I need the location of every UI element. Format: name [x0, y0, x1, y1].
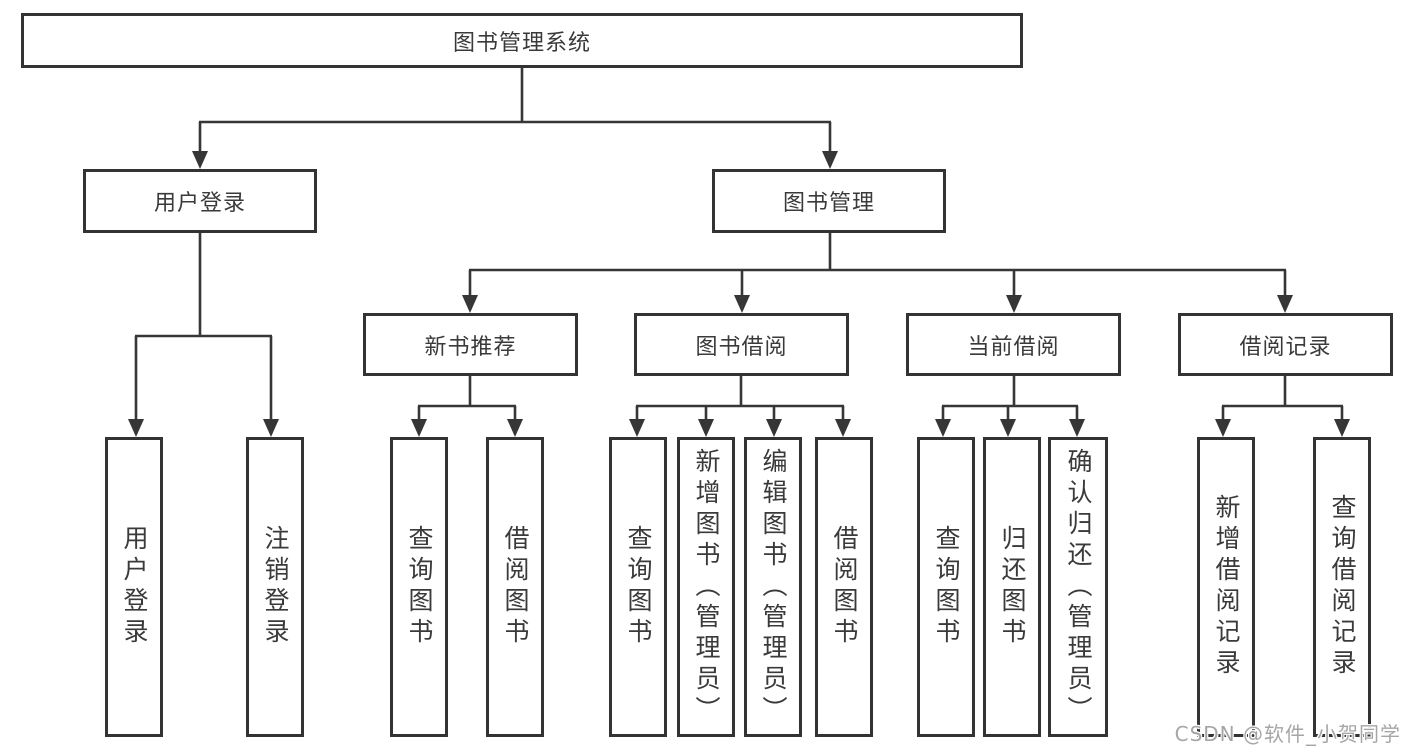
leaf-logout: 注销登录: [246, 437, 304, 737]
leaf-add-borrow-record: 新增借阅记录: [1197, 437, 1255, 737]
leaf-confirm-return-admin: 确认归还（管理员）: [1048, 437, 1108, 737]
connector-new-books: [411, 376, 523, 437]
connector-root: [192, 68, 838, 169]
leaf-user-login: 用户登录: [105, 437, 163, 737]
leaf-borrow-books-recommend: 借阅图书: [486, 437, 544, 737]
csdn-watermark: CSDN @软件_小贺同学: [1174, 722, 1401, 746]
leaf-query-books-borrow: 查询图书: [609, 437, 667, 737]
leaf-edit-books-admin: 编辑图书（管理员）: [744, 437, 802, 737]
node-borrow-records: 借阅记录: [1178, 313, 1393, 376]
node-user-login: 用户登录: [83, 169, 317, 233]
node-current-borrow: 当前借阅: [906, 313, 1121, 376]
node-new-book-recommend: 新书推荐: [363, 313, 578, 376]
connector-user-login: [128, 233, 279, 437]
leaf-add-books-admin: 新增图书（管理员）: [677, 437, 735, 737]
leaf-return-books: 归还图书: [983, 437, 1041, 737]
connector-current-borrow: [935, 376, 1085, 437]
connector-borrow-records: [1215, 376, 1350, 437]
node-book-borrow: 图书借阅: [634, 313, 849, 376]
connector-book-borrow: [629, 376, 851, 437]
leaf-query-books-current: 查询图书: [917, 437, 975, 737]
connector-book-management: [462, 233, 1293, 313]
node-book-management: 图书管理: [712, 169, 946, 233]
leaf-query-borrow-record: 查询借阅记录: [1313, 437, 1371, 737]
leaf-query-books-recommend: 查询图书: [390, 437, 448, 737]
node-library-management-system: 图书管理系统: [21, 13, 1023, 68]
leaf-borrow-books: 借阅图书: [815, 437, 873, 737]
